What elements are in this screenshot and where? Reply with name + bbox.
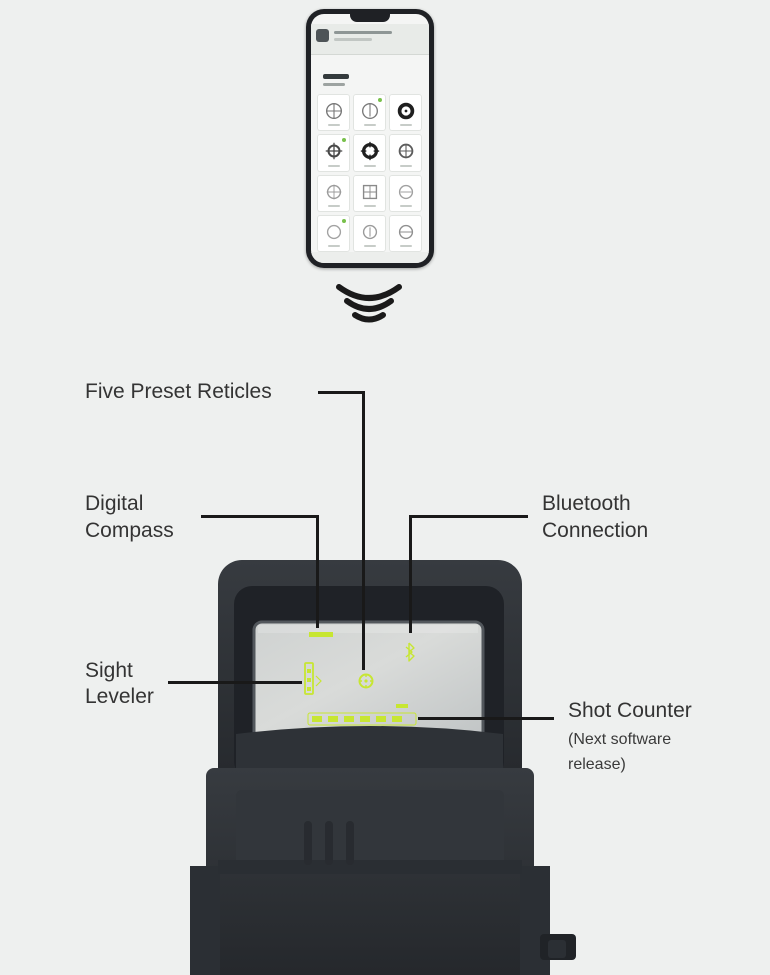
shot-counter-callout: [418, 717, 554, 720]
bluetooth-label-line2: Connection: [542, 519, 649, 542]
bluetooth-label-line1: Bluetooth: [542, 492, 631, 515]
hud-reticle: [358, 673, 374, 689]
reticle-option: [353, 214, 386, 252]
reticle-icon: [326, 224, 341, 239]
five-preset-reticles-label: Five Preset Reticles: [85, 380, 272, 403]
sight-leveler-callout: [168, 681, 302, 684]
wireless-signal-icon: [336, 284, 402, 323]
bluetooth-callout-vertical: [409, 515, 412, 633]
reticle-icon: [398, 224, 413, 239]
shot-counter-label: Shot Counter: [568, 699, 692, 722]
shot-counter-note-line1: (Next software: [568, 731, 672, 748]
sight-leveler-label-line1: Sight: [85, 659, 133, 682]
bluetooth-icon: [405, 642, 415, 662]
digital-compass-label-line2: Compass: [85, 519, 174, 542]
digital-compass-label-line1: Digital: [85, 492, 144, 515]
reticles-section-title-placeholder: [323, 74, 349, 79]
phone-bottom-bar: [311, 252, 429, 263]
reticle-option: [317, 134, 350, 172]
reticle-icon: [326, 184, 341, 199]
reticle-option: [353, 174, 386, 212]
digital-compass-callout-vertical: [316, 515, 319, 628]
reticle-icon: [360, 142, 379, 161]
reticle-icon: [325, 143, 342, 160]
reticle-icon: [398, 144, 413, 159]
reticle-option: [317, 94, 350, 132]
reticle-option: [317, 174, 350, 212]
app-header: [311, 24, 429, 55]
phone-app-mockup: [306, 9, 434, 268]
shot-counter-display: [307, 704, 417, 726]
phone-notch: [350, 14, 390, 22]
reticle-option: [389, 214, 422, 252]
sight-leveler-icon: [304, 662, 322, 695]
five-preset-reticles-callout-vertical: [362, 391, 365, 670]
reticle-option: [353, 134, 386, 172]
digital-compass-callout-horizontal: [201, 515, 319, 518]
sight-leveler-label-line2: Leveler: [85, 685, 154, 708]
reticle-icon: [397, 102, 414, 120]
reticle-option: [317, 214, 350, 252]
reticle-icon: [362, 224, 377, 239]
shot-counter-note-line2: release): [568, 756, 626, 773]
five-preset-reticles-callout-horizontal: [318, 391, 365, 394]
reticle-icon: [325, 103, 342, 120]
reticle-option: [389, 134, 422, 172]
reticle-icon: [362, 184, 377, 199]
bluetooth-callout-horizontal: [409, 515, 528, 518]
reticle-icon: [398, 184, 413, 199]
reticle-option: [389, 94, 422, 132]
reticle-grid: [317, 94, 422, 252]
reticle-icon: [361, 103, 378, 120]
reticle-option: [353, 94, 386, 132]
reticle-option: [389, 174, 422, 212]
reticles-section-subtitle-placeholder: [323, 83, 345, 86]
digital-compass-icon: [309, 632, 333, 637]
app-logo-icon: [316, 29, 329, 42]
phone-screen: [311, 14, 429, 263]
